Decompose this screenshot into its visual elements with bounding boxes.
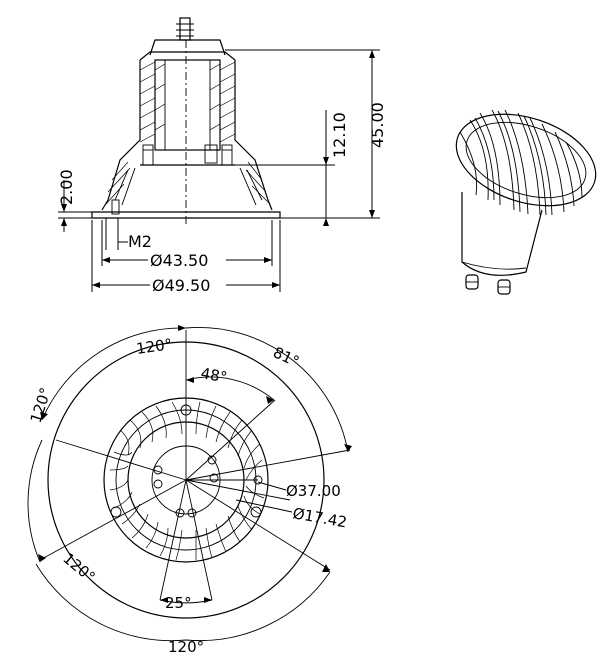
dim-12-10: 12.10 bbox=[330, 112, 349, 158]
angle-81: 81° bbox=[270, 343, 302, 371]
angle-48: 48° bbox=[199, 364, 228, 386]
side-section-view bbox=[91, 17, 281, 225]
top-view bbox=[27, 325, 352, 642]
dim-45: 45.00 bbox=[368, 102, 387, 148]
dim-2: 2.00 bbox=[57, 169, 76, 205]
angle-120-left: 120° bbox=[27, 385, 55, 425]
dim-diameter-49-50: Ø49.50 bbox=[152, 276, 210, 295]
angle-120-bottom: 120° bbox=[168, 638, 204, 656]
angle-120-top: 120° bbox=[135, 335, 173, 358]
dim-diameter-17-42: Ø17.42 bbox=[291, 504, 348, 531]
angle-25: 25° bbox=[165, 594, 192, 612]
side-dimensions bbox=[58, 49, 380, 292]
lamp-3d-view bbox=[455, 109, 597, 295]
dim-diameter-43-50: Ø43.50 bbox=[150, 251, 208, 270]
dim-diameter-37: Ø37.00 bbox=[286, 482, 341, 500]
angle-120-bottom-left: 120° bbox=[59, 549, 98, 586]
dim-m2: M2 bbox=[128, 232, 152, 251]
